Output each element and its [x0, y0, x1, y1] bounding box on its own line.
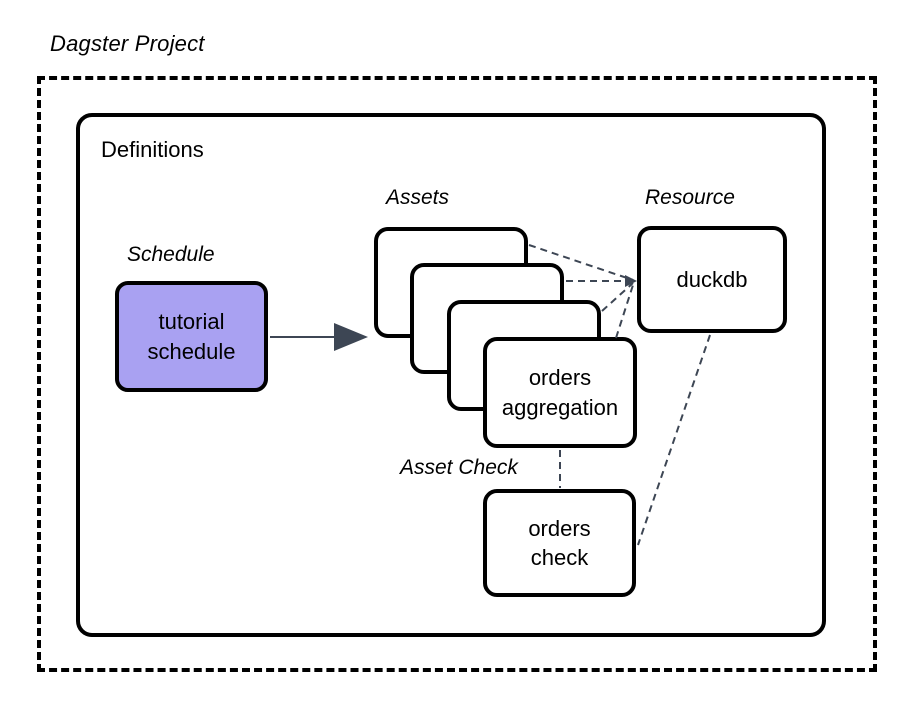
definitions-label: Definitions — [101, 137, 204, 162]
node-tutorial-schedule[interactable]: tutorial schedule — [115, 281, 268, 392]
group-label-schedule: Schedule — [127, 243, 215, 266]
group-label-assets: Assets — [386, 186, 450, 209]
node-duckdb-label: duckdb — [676, 266, 748, 292]
group-label-asset-check-line2: Check — [458, 456, 518, 479]
group-label-asset-check: Asset Check — [400, 456, 518, 480]
node-orders-check-line1: orders — [528, 515, 591, 541]
node-orders-check[interactable]: orders check — [483, 489, 636, 597]
group-label-resource: Resource — [645, 186, 735, 209]
group-label-asset-check-line1: Asset — [400, 456, 453, 479]
definitions-frame — [76, 113, 826, 637]
node-tutorial-schedule-line2: schedule — [147, 338, 236, 364]
node-orders-aggregation[interactable]: orders aggregation — [483, 337, 637, 448]
node-orders-aggregation-line1: orders — [528, 365, 592, 391]
node-orders-aggregation-line2: aggregation — [501, 394, 619, 420]
project-frame — [37, 76, 877, 672]
node-tutorial-schedule-line1: tutorial — [158, 309, 225, 335]
project-title: Dagster Project — [50, 31, 205, 56]
node-duckdb[interactable]: duckdb — [637, 226, 787, 333]
node-orders-check-line2: check — [530, 545, 589, 570]
